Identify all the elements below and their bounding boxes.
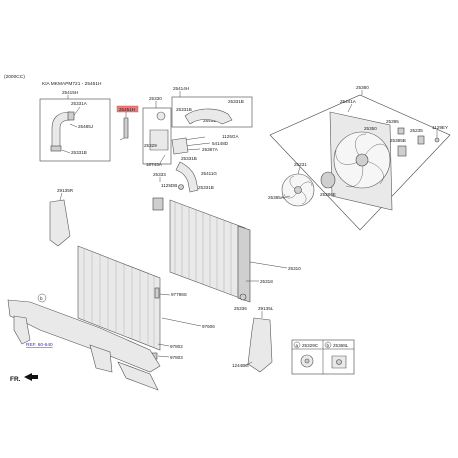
resistor-25395[interactable] (397, 127, 405, 135)
label-97802[interactable]: 97802 (170, 344, 183, 349)
label-25331B-4[interactable]: 25331B (181, 156, 197, 161)
label-25310[interactable]: 25310 (288, 266, 301, 271)
label-18743A[interactable]: 18743A (146, 162, 163, 167)
legend-a-marker: a (296, 343, 299, 348)
fan-assembly-box (269, 94, 451, 231)
label-25235[interactable]: 25235 (410, 128, 423, 133)
carrier-side-bracket-left[interactable] (13, 315, 31, 345)
legend-b-circle (324, 341, 332, 349)
drain-plug[interactable] (239, 293, 247, 301)
condenser-bracket[interactable] (154, 287, 160, 299)
upper-hose-left[interactable] (51, 111, 71, 151)
front-arrow-icon (24, 373, 38, 381)
fan-hub[interactable] (355, 153, 369, 167)
label-25387A[interactable]: 25387A (202, 147, 219, 152)
radiator-core[interactable] (169, 199, 246, 301)
label-97606[interactable]: 97606 (202, 324, 215, 329)
label-25485J[interactable]: 25485J (78, 124, 93, 129)
label-25331B[interactable]: 25331B (71, 150, 87, 155)
label-25411A[interactable]: 25411A (203, 118, 219, 123)
upper-radiator-hose[interactable] (184, 108, 233, 125)
engine-label: (2000CC) (4, 74, 25, 80)
resistor-25385B[interactable] (397, 145, 407, 157)
label-25331B-3[interactable]: 25331B (228, 99, 244, 104)
highlight-25451H[interactable] (116, 105, 139, 113)
label-29135L[interactable]: 29135L (258, 306, 274, 311)
carrier-center-bracket[interactable] (89, 344, 113, 373)
ref-link[interactable]: REF. 60-640 (26, 342, 53, 348)
pipe-25451H[interactable] (123, 117, 129, 139)
label-25386E[interactable]: 25386E (320, 192, 336, 197)
lower-hose-upper[interactable] (175, 161, 199, 193)
label-25330[interactable]: 25330 (149, 96, 162, 101)
label-54148D[interactable]: 54148D (212, 141, 229, 146)
label-25331A[interactable]: 25331A (71, 101, 88, 106)
label-25331B-5[interactable]: 25331B (198, 185, 214, 190)
bracket-25333[interactable] (152, 197, 164, 211)
thermostat-housing[interactable] (149, 129, 169, 151)
label-97803[interactable]: 97803 (170, 355, 183, 360)
label-1244BG[interactable]: 1244BG (232, 363, 249, 368)
air-guard-left[interactable] (247, 317, 273, 373)
label-1129EY[interactable]: 1129EY (432, 125, 448, 130)
label-1125GA[interactable]: 1125GA (222, 134, 239, 139)
water-outlet-fitting[interactable] (171, 137, 189, 155)
label-25318[interactable]: 25318 (260, 279, 273, 284)
condenser[interactable] (77, 245, 161, 351)
air-guard-right[interactable] (49, 199, 71, 247)
label-25451H[interactable]: 25451H (119, 107, 135, 112)
label-25380[interactable]: 25380 (356, 85, 369, 90)
fan-motor-25386E[interactable] (320, 171, 336, 189)
fan-25231-hub[interactable] (294, 186, 302, 194)
label-25329[interactable]: 25329 (144, 143, 157, 148)
legend-b-part-hole (336, 359, 342, 365)
label-1125DB[interactable]: 1125DB (161, 183, 177, 188)
label-29135R[interactable]: 29135R (57, 188, 74, 193)
label-25395[interactable]: 25395 (386, 119, 399, 124)
label-25231[interactable]: 25231 (294, 162, 307, 167)
label-25385B[interactable]: 25385B (390, 138, 406, 143)
label-25415H[interactable]: 25415H (62, 90, 78, 95)
label-25350[interactable]: 25350 (364, 126, 377, 131)
callout-b-circle (37, 293, 47, 303)
front-indicator: FR. (10, 376, 21, 383)
label-25333[interactable]: 25333 (153, 172, 166, 177)
hose-clamp-lower[interactable] (50, 145, 62, 152)
legend-b-marker: b (327, 343, 330, 348)
label-25385A[interactable]: 25385A (268, 195, 285, 200)
connector-25235[interactable] (417, 135, 425, 145)
hose-414H-box (171, 96, 253, 128)
label-25331B-2[interactable]: 25331B (176, 107, 192, 112)
bolt-1129EY[interactable] (434, 137, 440, 143)
radiator-tank[interactable] (237, 225, 251, 303)
bolt-1125DB[interactable] (178, 184, 184, 190)
label-25336[interactable]: 25336 (234, 306, 247, 311)
legend-a-circle (293, 341, 301, 349)
callout-b: b (40, 296, 43, 301)
carrier-side-bracket-right[interactable] (117, 361, 159, 391)
label-25411G[interactable]: 25411G (201, 171, 217, 176)
legend-a-part-center (304, 358, 310, 364)
hose-kit-box (39, 98, 111, 162)
cap-box (142, 107, 172, 165)
label-97798S[interactable]: 97798S (171, 292, 187, 297)
kit-label: KIA MKMAPM721 - 25451H (42, 81, 102, 87)
label-25441A[interactable]: 25441A (340, 99, 357, 104)
label-25414H[interactable]: 25414H (173, 86, 189, 91)
legend-a-code[interactable]: 25329C (302, 343, 319, 348)
legend-b-code[interactable]: 25368L (333, 343, 349, 348)
radiator-cap[interactable] (156, 111, 166, 121)
hose-clamp-upper[interactable] (67, 111, 75, 121)
